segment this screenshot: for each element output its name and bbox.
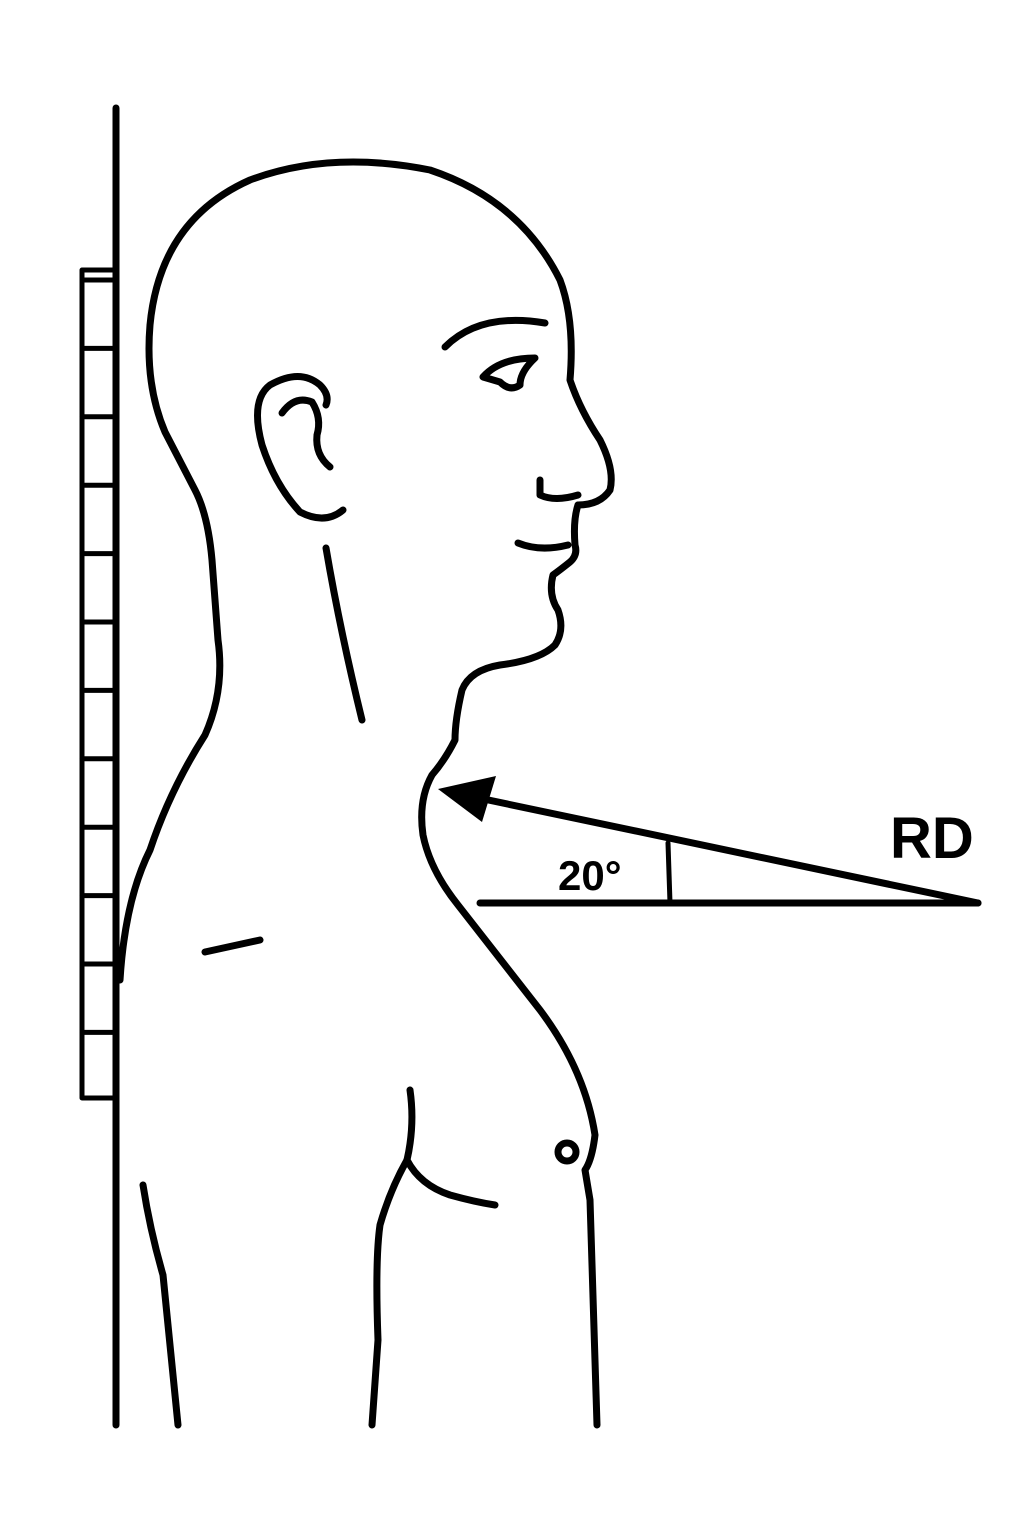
arrow-head (438, 776, 496, 822)
nipple (554, 1139, 580, 1165)
collarbone-line (201, 936, 264, 956)
ear-outer (254, 373, 347, 522)
eye (479, 354, 539, 392)
head-outline (116, 158, 615, 1429)
eyebrow (441, 316, 549, 351)
person-figure (116, 158, 615, 1429)
face-profile (418, 501, 601, 1429)
ear-inner (278, 396, 334, 471)
rd-label: RD (890, 806, 974, 871)
wall-ruler (79, 267, 119, 1101)
mouth-line (514, 539, 572, 552)
chest-fold (403, 1086, 499, 1209)
arm-front (368, 1156, 411, 1429)
ruler-ticks (79, 277, 119, 1035)
angle-marker (665, 840, 673, 906)
neck-line (322, 544, 366, 724)
rd-line (451, 789, 982, 907)
nose-line (536, 476, 582, 502)
angle-label: 20° (558, 852, 622, 899)
angle-measure: RD 20° (438, 776, 982, 907)
ruler-frame (79, 267, 119, 1101)
